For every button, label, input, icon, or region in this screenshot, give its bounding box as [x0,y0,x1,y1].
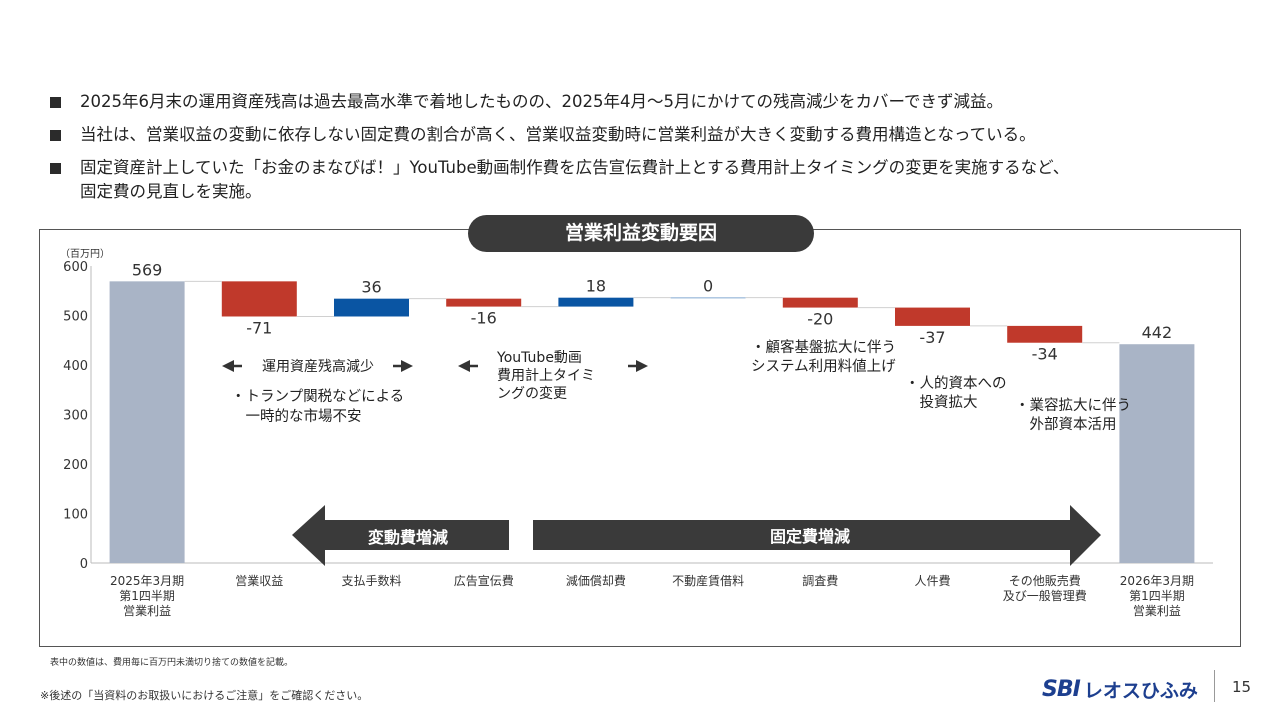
annotation-asset-decline: 運用資産残高減少 [262,358,374,375]
category-label: 人件費 [914,573,950,588]
left-arrow-icon [458,360,470,372]
y-tick-label: 600 [63,260,88,275]
bar [334,298,409,317]
category-label: 広告宣伝費 [454,573,514,588]
y-tick-label: 200 [63,458,88,473]
category-label: 調査費 [802,573,838,588]
bar [895,307,970,326]
category-label: 営業利益 [1133,604,1181,618]
category-label: 及び一般管理費 [1003,588,1087,603]
annotation-system: システム利用料値上げ [751,358,896,375]
annotation-outsource: ・業容拡大に伴う [1015,397,1131,414]
variable-cost-arrow [292,505,509,566]
bar [782,297,858,308]
y-unit-label: （百万円） [60,248,110,260]
annotation-youtube: YouTube動画 [496,350,582,366]
group-label-fixed: 固定費増減 [770,527,850,546]
category-label: その他販売費 [1009,573,1081,588]
bar-value-label: 569 [132,260,163,279]
fixed-cost-arrow [533,505,1101,566]
y-tick-label: 300 [63,409,88,424]
bullet-item-3: 固定資産計上していた「お金のまなびば！」YouTube動画制作費を広告宣伝費計上… [48,156,1248,204]
annotation-system: ・顧客基盤拡大に伴う [751,339,896,356]
bar [109,281,185,563]
left-arrow-icon [222,360,234,372]
annotation-outsource: 外部資本活用 [1015,416,1117,433]
footnote: 表中の数値は、費用毎に百万円未満切り捨ての数値を記載。 [50,658,294,668]
annotation-youtube: ングの変更 [497,385,567,402]
bar [221,281,297,317]
bullet-item-2: 当社は、営業収益の変動に依存しない固定費の割合が高く、営業収益変動時に営業利益が… [48,123,1248,147]
bar [1119,344,1195,563]
logo-name: レオスひふみ [1083,679,1198,702]
company-logo: SBI レオスひふみ [1042,672,1198,706]
bullet-list: 2025年6月末の運用資産残高は過去最高水準で着地したものの、2025年4月～5… [48,90,1248,213]
category-label: 支払手数料 [341,573,401,588]
category-label: 2025年3月期 [110,574,184,588]
category-label: 営業利益 [123,604,171,618]
bar-value-label: -34 [1032,345,1058,364]
y-tick-label: 0 [80,557,88,572]
annotation-hr: 投資拡大 [905,394,978,411]
bar-value-label: 18 [586,277,606,296]
bar-value-label: 36 [361,278,381,297]
bullet-item-1: 2025年6月末の運用資産残高は過去最高水準で着地したものの、2025年4月～5… [48,90,1248,114]
right-arrow-icon [636,360,648,372]
category-label: 減価償却費 [566,573,626,588]
bar [558,297,634,307]
category-label: 第1四半期 [119,589,175,603]
y-tick-label: 400 [63,359,88,374]
category-label: 第1四半期 [1129,589,1185,603]
page-number: 15 [1232,678,1252,696]
bullet-text: 2025年6月末の運用資産残高は過去最高水準で着地したものの、2025年4月～5… [80,92,1003,111]
y-tick-label: 500 [63,310,88,325]
annotation-youtube: 費用計上タイミ [497,368,595,384]
group-label-variable: 変動費増減 [368,528,448,547]
bar [1007,325,1083,343]
bar [446,298,522,307]
bullet-text: 当社は、営業収益の変動に依存しない固定費の割合が高く、営業収益変動時に営業利益が… [80,125,1036,144]
bar-value-label: -37 [919,328,945,347]
bar-value-label: -16 [471,309,497,328]
category-label: 営業収益 [235,574,283,588]
notice-text: ※後述の「当資料のお取扱いにおけるご注意」をご確認ください。 [40,689,369,702]
square-bullet-icon [50,130,61,141]
bar-value-label: 442 [1142,323,1173,342]
chart-title: 営業利益変動要因 [468,215,814,252]
right-arrow-icon [401,360,413,372]
y-tick-label: 100 [63,508,88,523]
logo-mark: SBI [1042,676,1081,702]
footer-divider [1214,670,1215,702]
annotation-tariff: 一時的な市場不安 [231,408,362,425]
square-bullet-icon [50,163,61,174]
bar-value-label: -20 [807,310,833,329]
bullet-text: 固定費の見直しを実施。 [80,182,262,201]
bar-value-label: 0 [703,277,713,296]
category-label: 2026年3月期 [1120,574,1194,588]
square-bullet-icon [50,97,61,108]
bar [670,297,746,299]
annotation-tariff: ・トランプ関税などによる [231,388,404,405]
category-label: 不動産賃借料 [672,573,744,588]
bar-value-label: -71 [246,318,272,337]
annotation-hr: ・人的資本への [905,375,1007,392]
bullet-text: 固定資産計上していた「お金のまなびば！」YouTube動画制作費を広告宣伝費計上… [80,158,1070,177]
